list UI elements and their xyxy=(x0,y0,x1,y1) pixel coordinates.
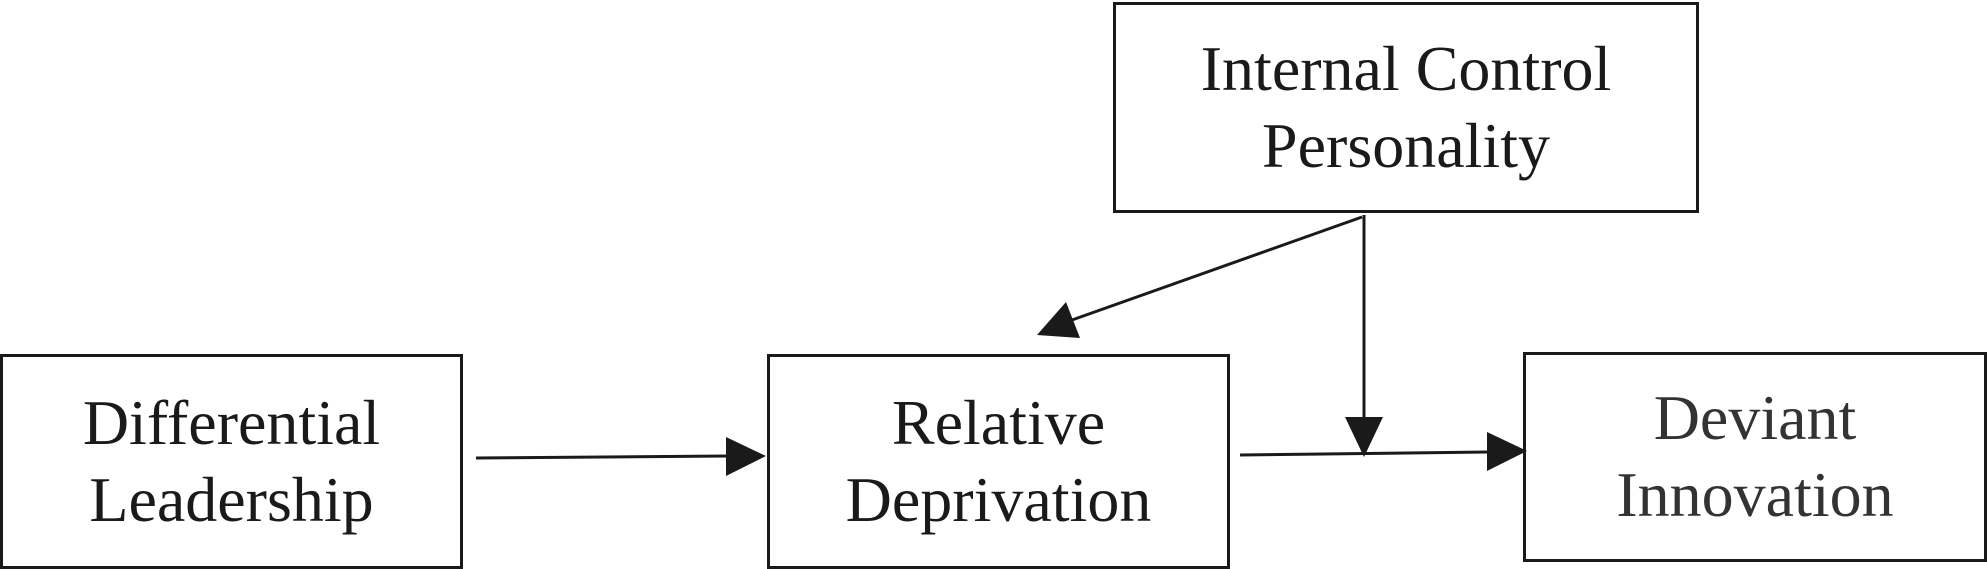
differential-leadership-box: Differential Leadership xyxy=(0,354,463,569)
internal-control-personality-line1: Internal Control xyxy=(1200,32,1612,104)
relative-deprivation-box: Relative Deprivation xyxy=(767,354,1230,569)
relative-deprivation-line2: Deprivation xyxy=(845,463,1152,535)
arrow-internal-control-moderation xyxy=(1345,215,1383,457)
deviant-innovation-line2: Innovation xyxy=(1616,459,1894,530)
differential-leadership-line2: Leadership xyxy=(89,463,374,535)
deviant-innovation-box: Deviant Innovation xyxy=(1523,352,1987,562)
internal-control-personality-line2: Personality xyxy=(1262,109,1550,181)
deviant-innovation-line1: Deviant xyxy=(1653,382,1857,454)
differential-leadership-line1: Differential xyxy=(82,386,381,458)
arrow-relative-to-deviant xyxy=(1239,432,1527,471)
internal-control-personality-box: Internal Control Personality xyxy=(1113,2,1699,213)
relative-deprivation-line1: Relative xyxy=(891,386,1106,458)
arrow-internal-control-to-relative xyxy=(1037,215,1363,338)
arrow-differential-to-relative xyxy=(475,437,766,476)
